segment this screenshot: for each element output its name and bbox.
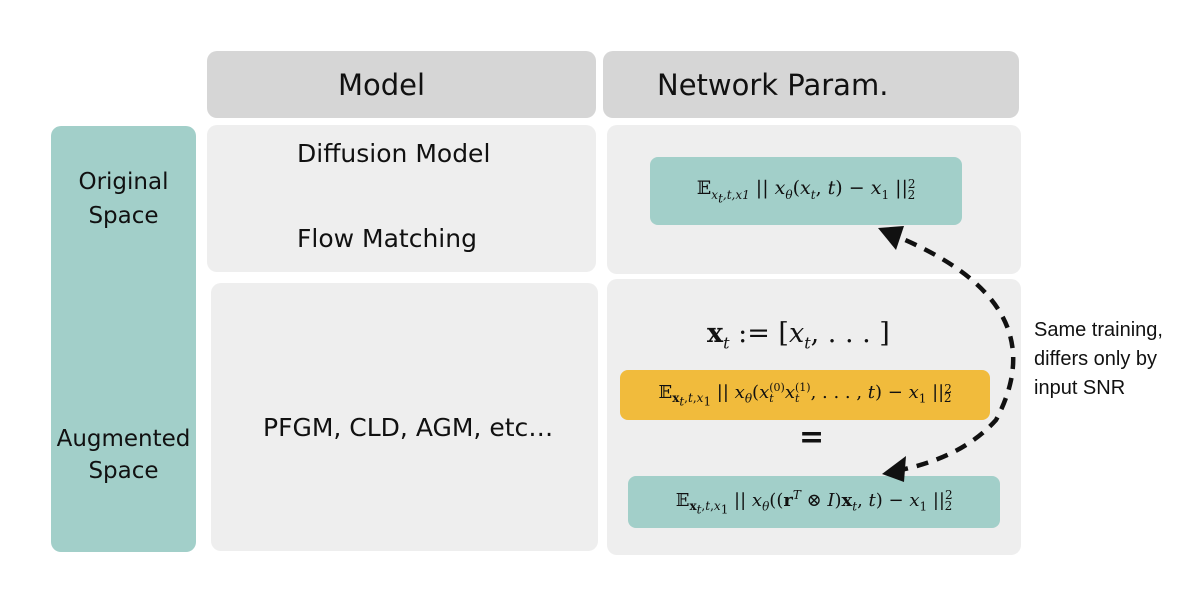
header-network-label: Network Param. (657, 67, 889, 102)
annotation-note: Same training, differs only by input SNR (1034, 316, 1163, 403)
header-network-param: Network Param. (603, 51, 1019, 118)
equals-sign: = (799, 420, 825, 455)
cell-original-model: Diffusion Model Flow Matching (207, 125, 596, 272)
model-flow-matching: Flow Matching (297, 224, 477, 253)
augmented-label-line1: Augmented (56, 426, 191, 452)
annotation-line1: Same training, (1034, 319, 1163, 341)
arrow-head-top (878, 226, 904, 250)
original-label-line2: Space (88, 203, 159, 229)
header-model-label: Model (338, 67, 426, 102)
equation-augmented-loss-equivalent: 𝔼xt,t,x1 || xθ((rT ⊗ I)xt, t) − x1 ||22 (628, 476, 1000, 528)
equation-original-loss-text: 𝔼xt,t,x1 || xθ(xt, t) − x1 ||22 (696, 176, 916, 206)
equation-augmented-definition: xt := [xt, . . . ] (707, 318, 890, 353)
augmented-label-line2: Space (88, 458, 159, 484)
cell-augmented-model: PFGM, CLD, AGM, etc… (211, 283, 598, 551)
equation-original-loss: 𝔼xt,t,x1 || xθ(xt, t) − x1 ||22 (650, 157, 962, 225)
arrow-head-bottom (882, 456, 906, 482)
row-label-original-space: Original Space Augmented Space (51, 126, 196, 552)
model-diffusion: Diffusion Model (297, 139, 491, 168)
model-augmented-list: PFGM, CLD, AGM, etc… (263, 413, 554, 442)
header-model: Model (207, 51, 596, 118)
annotation-line3: input SNR (1034, 377, 1126, 399)
original-label-line1: Original (78, 169, 169, 195)
annotation-line2: differs only by (1034, 348, 1158, 370)
equation-augmented-loss-equivalent-text: 𝔼xt,t,x1 || xθ((rT ⊗ I)xt, t) − x1 ||22 (675, 487, 953, 517)
